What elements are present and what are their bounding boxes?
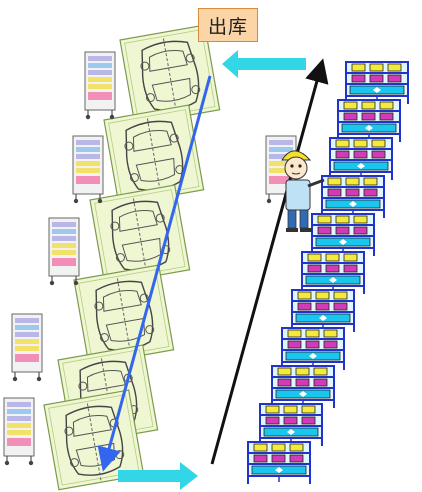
rack-column — [247, 61, 409, 485]
cart-icon — [11, 313, 43, 382]
top-flow-arrow — [222, 50, 306, 78]
cart-icon — [48, 217, 80, 286]
cart-icon — [72, 135, 104, 204]
cart-icon — [3, 397, 35, 466]
helmet-icon — [281, 150, 312, 161]
down-flow-line — [97, 75, 212, 472]
bottom-flow-arrow — [118, 462, 198, 490]
outbound-label: 出库 — [198, 8, 258, 42]
up-flow-line — [210, 58, 329, 465]
worker-icon — [281, 150, 325, 232]
cart-icon — [84, 51, 116, 120]
